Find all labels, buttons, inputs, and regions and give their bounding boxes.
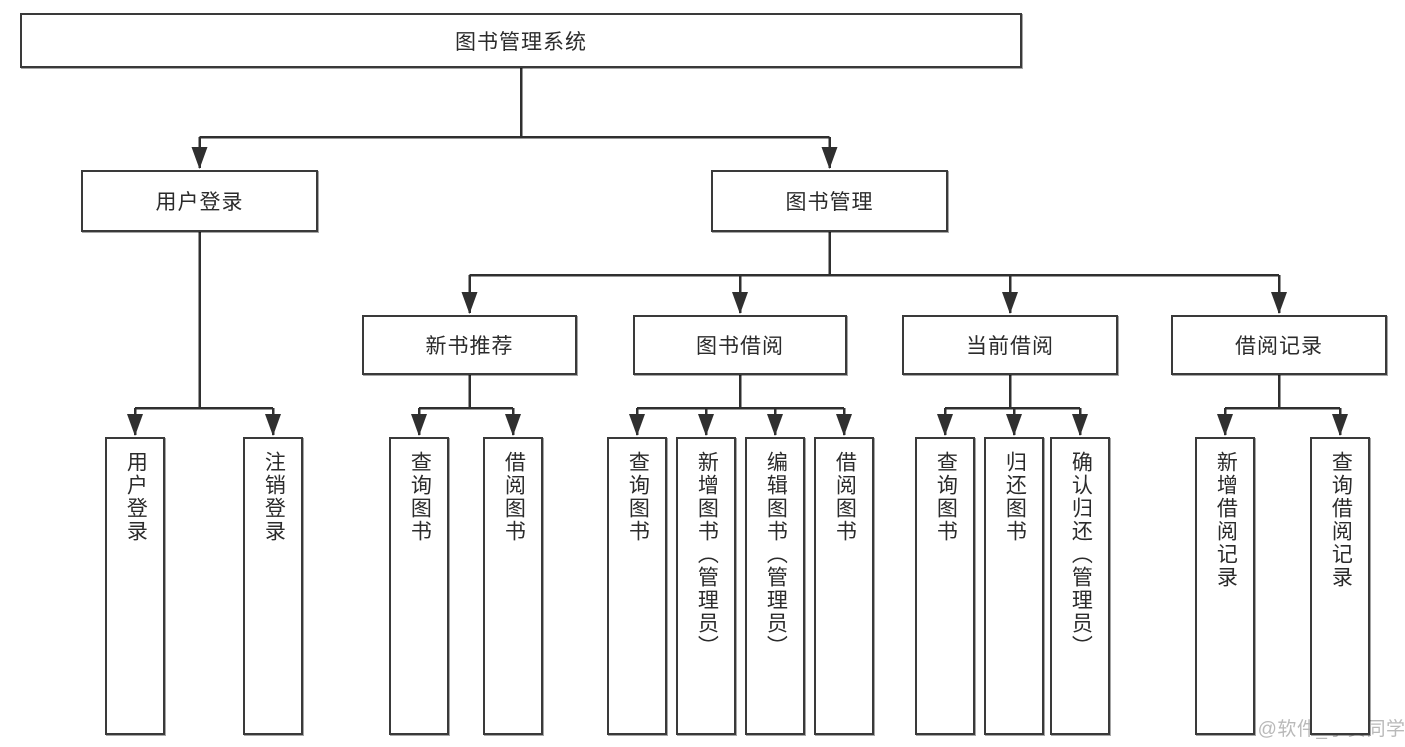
node-book-borrow[interactable]: 图书借阅 (633, 315, 847, 375)
node-user-login[interactable]: 用户登录 (81, 170, 318, 232)
node-leaf-borrow-book-1[interactable]: 借阅图书 (483, 437, 543, 735)
node-label: 图书借阅 (696, 335, 784, 358)
node-label-vertical: 确认归还（管理员） (1069, 451, 1093, 658)
node-label-vertical: 查询图书 (408, 451, 432, 543)
node-leaf-user-login[interactable]: 用户登录 (105, 437, 165, 735)
node-leaf-edit-book[interactable]: 编辑图书（管理员） (745, 437, 805, 735)
node-leaf-query-book-3[interactable]: 查询图书 (915, 437, 975, 735)
node-book-manage[interactable]: 图书管理 (711, 170, 948, 232)
node-leaf-borrow-book-2[interactable]: 借阅图书 (814, 437, 874, 735)
node-label: 用户登录 (155, 191, 244, 214)
node-label-vertical: 用户登录 (124, 451, 148, 543)
node-label-vertical: 借阅图书 (502, 451, 526, 543)
node-label: 新书推荐 (425, 335, 514, 358)
node-label-vertical: 查询借阅记录 (1329, 451, 1353, 589)
node-label: 图书管理 (785, 191, 874, 214)
node-label-vertical: 查询图书 (626, 451, 650, 543)
node-leaf-return-book[interactable]: 归还图书 (984, 437, 1044, 735)
node-leaf-query-record[interactable]: 查询借阅记录 (1310, 437, 1370, 735)
node-root-图书管理系统[interactable]: 图书管理系统 (20, 13, 1022, 68)
node-leaf-add-book[interactable]: 新增图书（管理员） (676, 437, 736, 735)
node-borrow-record[interactable]: 借阅记录 (1171, 315, 1387, 375)
node-label-vertical: 编辑图书（管理员） (764, 451, 788, 658)
node-current-borrow[interactable]: 当前借阅 (902, 315, 1118, 375)
node-leaf-user-logout[interactable]: 注销登录 (243, 437, 303, 735)
node-leaf-confirm-return[interactable]: 确认归还（管理员） (1050, 437, 1110, 735)
node-label-vertical: 新增借阅记录 (1214, 451, 1238, 589)
node-leaf-query-book-1[interactable]: 查询图书 (389, 437, 449, 735)
node-label: 当前借阅 (966, 335, 1054, 358)
node-leaf-add-record[interactable]: 新增借阅记录 (1195, 437, 1255, 735)
node-label: 图书管理系统 (455, 30, 587, 54)
node-label-vertical: 归还图书 (1003, 451, 1027, 543)
node-label-vertical: 注销登录 (262, 451, 286, 543)
node-leaf-query-book-2[interactable]: 查询图书 (607, 437, 667, 735)
node-new-book-recommend[interactable]: 新书推荐 (362, 315, 577, 375)
node-label-vertical: 新增图书（管理员） (695, 451, 719, 658)
node-label-vertical: 借阅图书 (833, 451, 857, 543)
node-label: 借阅记录 (1235, 335, 1323, 358)
node-label-vertical: 查询图书 (934, 451, 958, 543)
